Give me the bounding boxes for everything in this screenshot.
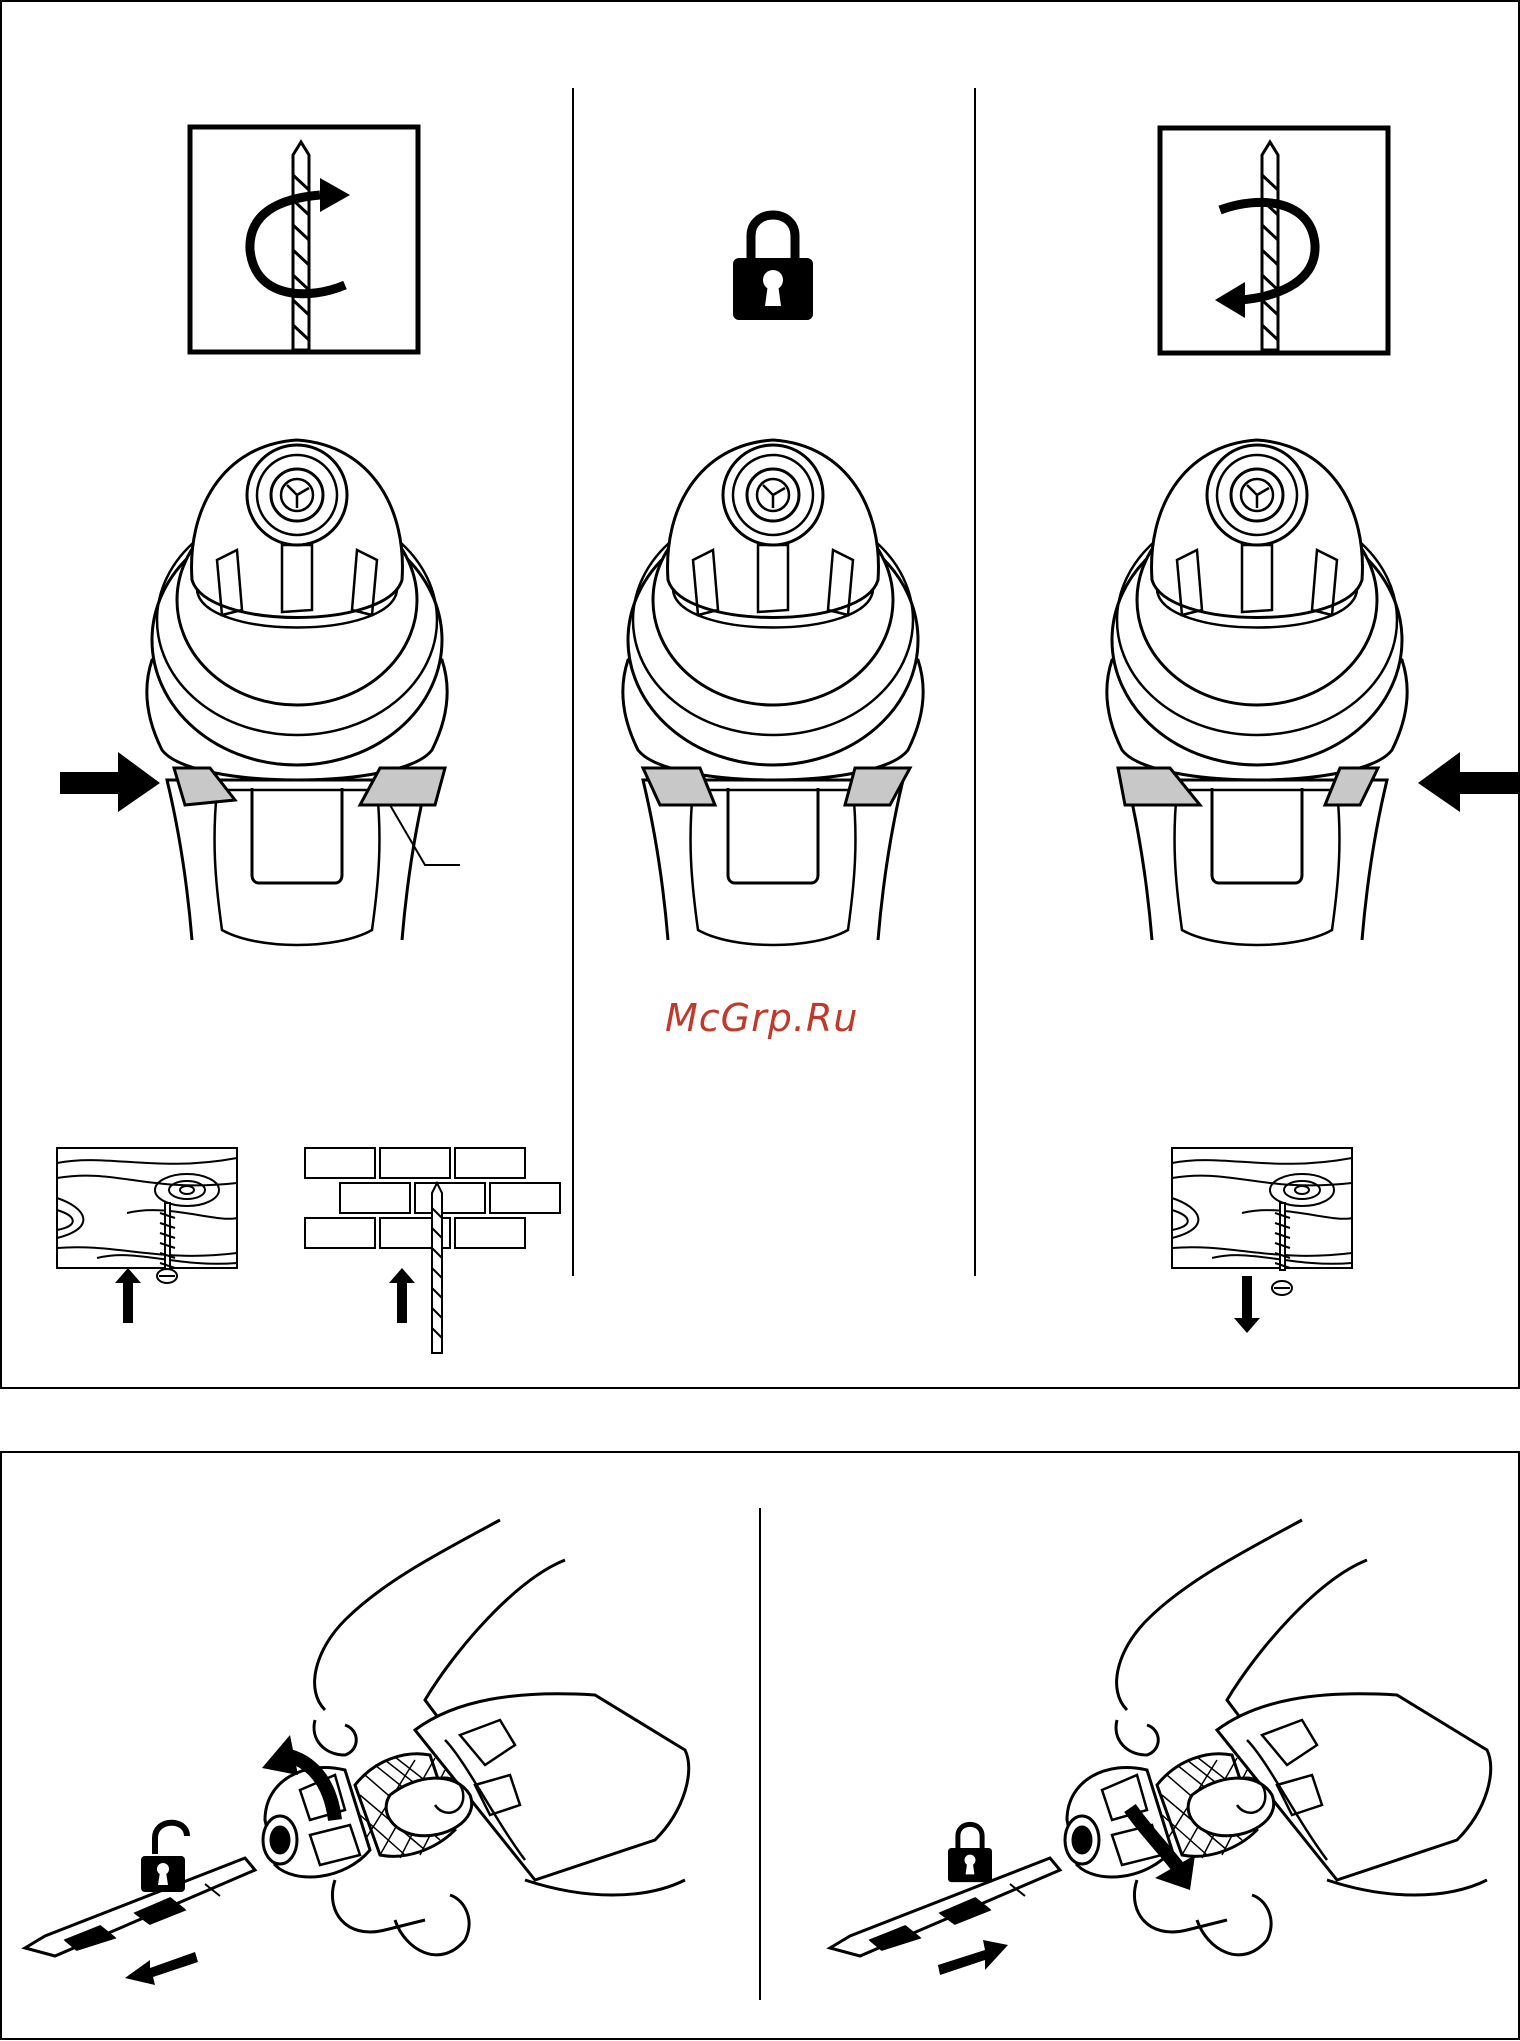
drill-in-brick-icon (305, 1148, 560, 1353)
rotate-clockwise-icon (190, 127, 418, 352)
open-chuck-illustration (25, 1520, 689, 1985)
top-panel (1, 1, 1519, 1388)
push-arrow-left-icon (1418, 752, 1518, 812)
padlock-locked-icon (733, 215, 813, 320)
bottom-panel (1, 1452, 1519, 2039)
padlock-locked-icon (948, 1824, 992, 1882)
close-chuck-illustration (830, 1520, 1491, 1975)
watermark: McGrp.Ru (665, 996, 858, 1040)
push-arrow-right-icon (60, 752, 160, 812)
unscrew-from-wood-icon (1172, 1148, 1352, 1333)
screw-in-wood-icon (57, 1148, 237, 1323)
padlock-open-icon (141, 1823, 187, 1892)
rotate-counterclockwise-icon (1160, 128, 1388, 353)
